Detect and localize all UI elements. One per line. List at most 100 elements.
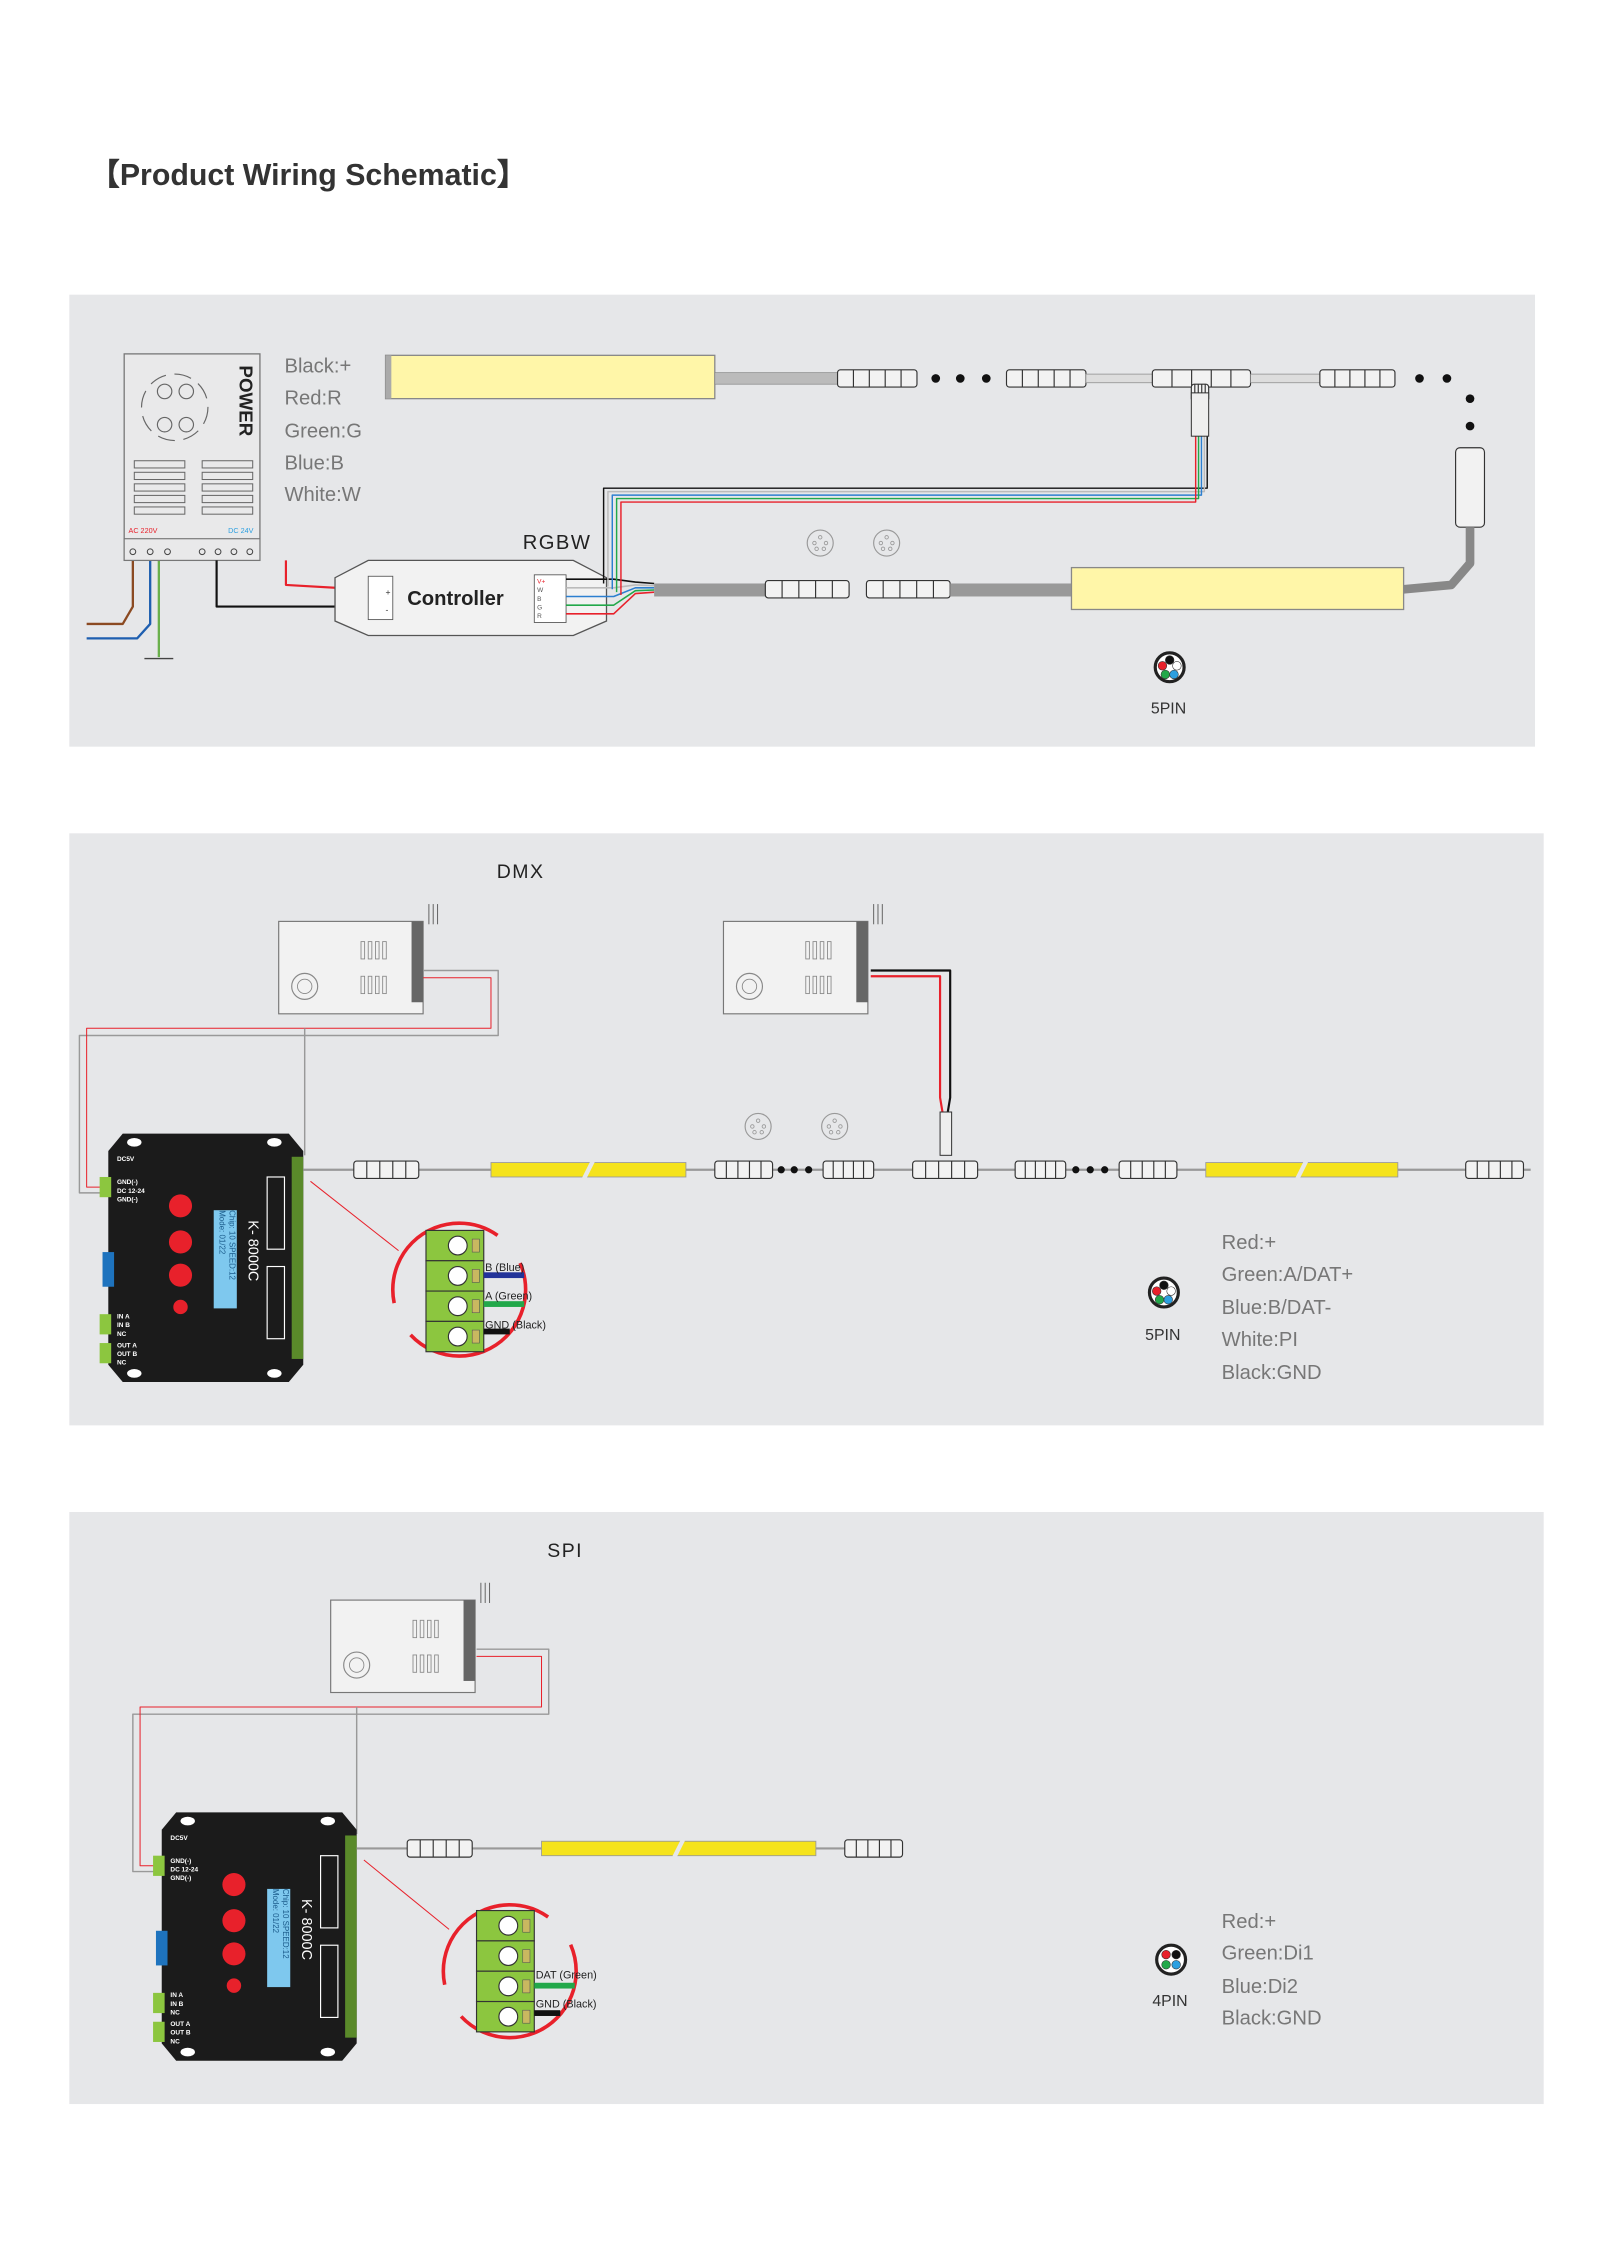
- legend-black: Black:GND: [1222, 1362, 1322, 1384]
- terminal-contact: [471, 1299, 480, 1314]
- strip-break: [582, 1160, 595, 1180]
- vent: [812, 941, 818, 960]
- indicator-button: [222, 1909, 246, 1933]
- side-terminal: [99, 1343, 112, 1364]
- cable: [950, 583, 1072, 597]
- led-strip: [541, 1838, 817, 1859]
- vent: [201, 460, 254, 469]
- side-terminal: [153, 1992, 165, 2014]
- cable: [714, 372, 838, 385]
- pin-connector-icon: [1155, 1943, 1188, 1976]
- dc-negative-wire: [215, 560, 362, 608]
- legend-white: White:W: [284, 484, 360, 506]
- terminal-label-dat: DAT (Green): [536, 1969, 597, 1981]
- vent: [133, 471, 186, 481]
- rgbw-feed-wire: [611, 433, 1203, 590]
- controller-plus-label: +: [386, 587, 391, 597]
- rgbw-feed-wire: [620, 433, 1197, 596]
- mount-hole: [320, 2047, 336, 2057]
- indicator-button: [222, 1873, 246, 1897]
- power-supply: [123, 353, 261, 562]
- terminal-screw: [230, 548, 238, 556]
- vent: [419, 1619, 425, 1639]
- rgbw-signal-wire: [566, 589, 655, 606]
- rgbw-panel: POWER AC 220V DC 24V Controller RGBW + -…: [69, 294, 1536, 747]
- legend-red: Red:R: [284, 387, 341, 409]
- connector: [406, 1839, 473, 1858]
- terminal-screw: [498, 1946, 519, 1967]
- mount-hole: [127, 1137, 142, 1147]
- terminal-row: [123, 538, 261, 561]
- face-pin: [838, 1124, 843, 1129]
- psu-body: [278, 920, 424, 1015]
- output-terminal-strip: [345, 1835, 357, 2038]
- mount-hole: [180, 1816, 195, 1826]
- spi-panel: SPI DAT (Green) GND (Black) 4PIN Red:+ G…: [69, 1512, 1544, 2105]
- fan-icon: [297, 978, 313, 995]
- vent: [382, 975, 387, 995]
- terminal-screw: [198, 548, 206, 556]
- signal-wire: [483, 1328, 510, 1335]
- pin-connector-icon: [1147, 1276, 1180, 1309]
- lcd-display: [267, 1888, 291, 1988]
- controller-model: K- 8000C: [298, 1899, 314, 1960]
- connector: [822, 1160, 875, 1180]
- vent: [201, 483, 254, 492]
- continuation-dot: [805, 1166, 813, 1174]
- mount-hole: [320, 1816, 336, 1826]
- face-pin: [818, 535, 823, 540]
- terminal-w: W: [537, 587, 544, 594]
- face-pin: [814, 546, 819, 551]
- terminal-contact: [522, 1918, 531, 1933]
- continuation-dot: [1415, 374, 1424, 383]
- vent: [201, 471, 254, 481]
- face-pin: [821, 546, 826, 551]
- out-a-label: OUT A: [117, 1342, 137, 1349]
- in-b-label: IN B: [170, 2001, 183, 2008]
- vent: [375, 975, 380, 995]
- terminal-screw: [214, 548, 222, 556]
- pin-count-label: 5PIN: [1145, 1327, 1180, 1344]
- pin-connector-icon: [1153, 651, 1186, 684]
- connector-body: [1118, 1160, 1178, 1180]
- panel-background: [69, 294, 1536, 747]
- connector-body: [865, 580, 951, 599]
- vertical-connector: [1455, 447, 1486, 528]
- connector: [1005, 369, 1087, 388]
- legend-green: Green:G: [284, 421, 361, 443]
- controller-model: K- 8000C: [244, 1220, 260, 1281]
- vent: [434, 1654, 439, 1673]
- power-feed-wire-red: [139, 1655, 543, 1867]
- terminal-contact: [522, 2009, 531, 2024]
- terminal-strip: [463, 1600, 476, 1681]
- connector-body: [1014, 1160, 1067, 1180]
- pin: [1169, 669, 1179, 680]
- continuation-dot: [1465, 421, 1475, 431]
- face-pin: [888, 546, 893, 551]
- connector: [1319, 369, 1396, 388]
- face-pin: [823, 540, 829, 546]
- output-terminal-strip: [291, 1156, 304, 1359]
- connector: [1465, 1160, 1525, 1180]
- face-pin: [826, 1124, 832, 1129]
- out-b-label: OUT B: [117, 1351, 137, 1358]
- fan-icon: [140, 373, 209, 442]
- connector-body: [1005, 369, 1087, 388]
- cable: [1250, 373, 1321, 384]
- rgbw-signal-wire: [566, 584, 655, 589]
- terminal-screw: [146, 548, 154, 556]
- controller-body: [108, 1133, 304, 1383]
- face-pin: [832, 1118, 837, 1123]
- continuation-dot: [777, 1166, 785, 1174]
- vent: [367, 941, 373, 960]
- terminal-screw: [498, 1976, 519, 1997]
- face-pin: [759, 1130, 764, 1135]
- side-terminal: [153, 2021, 165, 2042]
- indicator-button: [222, 1942, 246, 1966]
- continuation-dot: [981, 374, 991, 383]
- pin: [1161, 1949, 1171, 1960]
- dc5v-label: DC5V: [117, 1156, 135, 1163]
- k8000c-controller: [153, 1812, 357, 2061]
- face-pin: [812, 540, 817, 546]
